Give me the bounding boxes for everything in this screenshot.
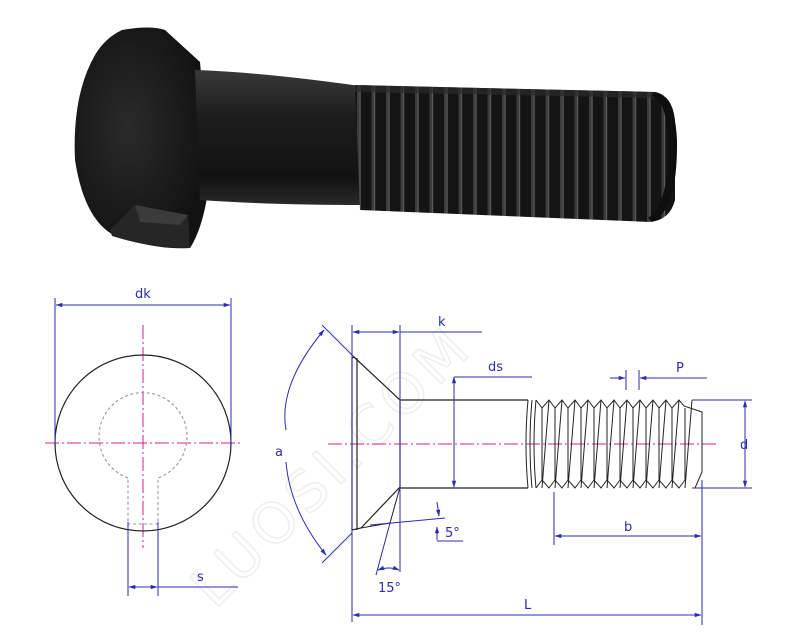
photo-threads xyxy=(355,85,675,222)
label-s: s xyxy=(197,570,204,585)
thread-outline xyxy=(535,399,703,489)
label-k: k xyxy=(438,315,446,330)
bolt-photo xyxy=(74,27,678,249)
label-a: a xyxy=(275,445,283,460)
photo-shank xyxy=(195,70,365,205)
label-P: P xyxy=(676,361,684,376)
hidden-key-outline xyxy=(98,392,188,525)
label-ds: ds xyxy=(488,360,503,375)
label-dk: dk xyxy=(135,287,151,302)
side-view: k a ds P d b L 5° xyxy=(275,315,752,625)
technical-drawing: LUOSI.COM dk s xyxy=(45,287,752,625)
shank-outline xyxy=(400,399,528,489)
label-L: L xyxy=(524,598,532,613)
label-15deg: 15° xyxy=(378,581,401,596)
label-b: b xyxy=(624,520,632,535)
watermark: LUOSI.COM xyxy=(179,313,486,620)
label-5deg: 5° xyxy=(445,526,460,541)
front-view: dk s xyxy=(45,287,240,596)
photo-head xyxy=(74,27,211,249)
label-d: d xyxy=(740,438,748,453)
